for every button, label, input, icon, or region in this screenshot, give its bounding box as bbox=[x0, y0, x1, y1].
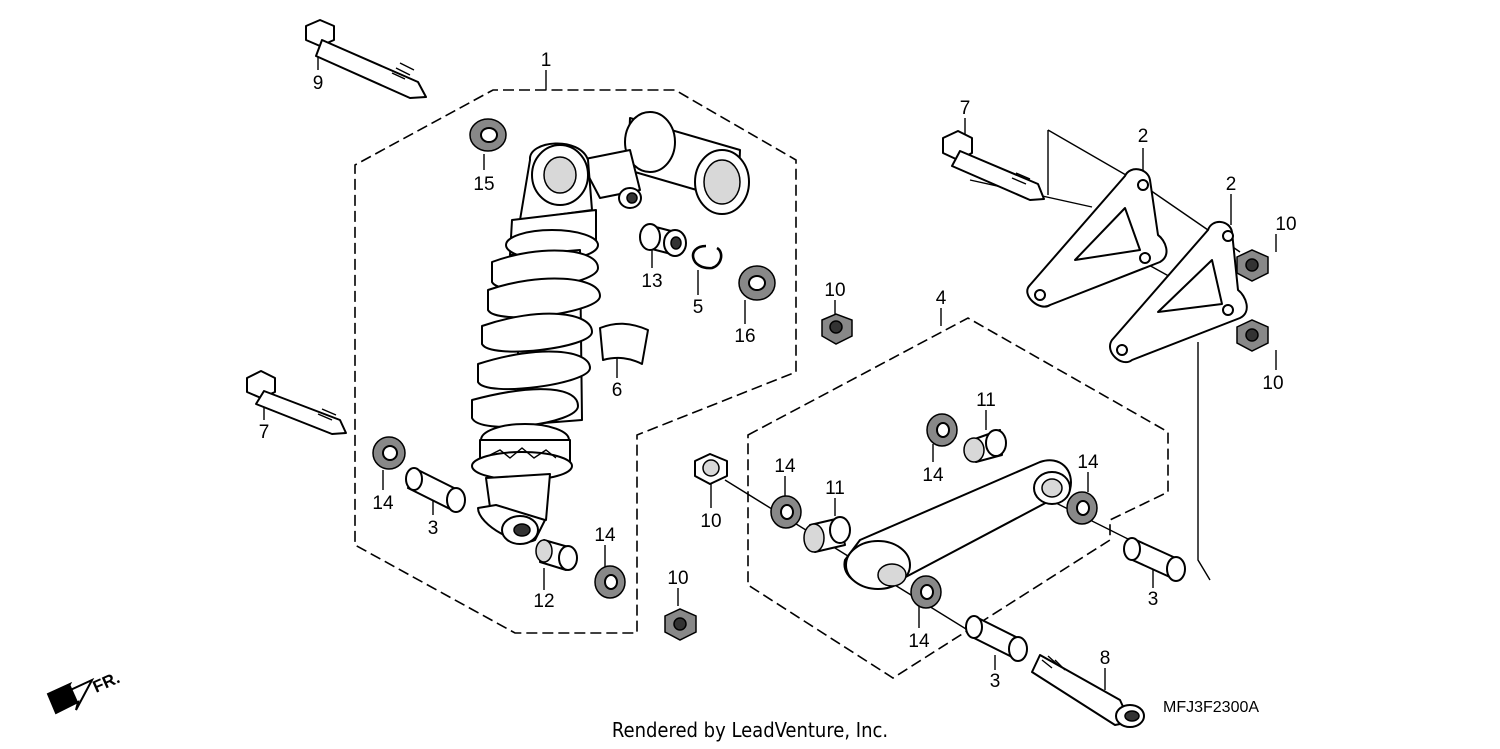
linkage-group-outline bbox=[747, 317, 1169, 679]
callout: 14 bbox=[594, 525, 616, 546]
bearing-11-lower bbox=[803, 516, 851, 553]
collar-3-bottom bbox=[965, 615, 1028, 662]
callout: 10 bbox=[824, 280, 845, 301]
nut-10-bottom bbox=[664, 608, 697, 641]
callout: 1 bbox=[541, 50, 552, 71]
washer-14-mid bbox=[770, 495, 802, 529]
collar-3-left bbox=[405, 467, 466, 513]
callout: 11 bbox=[976, 390, 996, 411]
nut-10-left bbox=[694, 453, 728, 485]
nut-10-top-right bbox=[1236, 249, 1269, 282]
callout: 3 bbox=[1148, 589, 1159, 610]
bolt-9 bbox=[305, 19, 427, 99]
bolt-8 bbox=[1031, 654, 1145, 728]
bearing-11-upper bbox=[963, 429, 1007, 463]
callout: 10 bbox=[667, 568, 688, 589]
callout: 7 bbox=[960, 98, 971, 119]
front-direction-label: FR. bbox=[90, 668, 123, 696]
washer-14-shock-bottom bbox=[594, 565, 626, 599]
link-arm-4 bbox=[843, 459, 1072, 590]
callout: 11 bbox=[825, 478, 845, 499]
callout: 7 bbox=[259, 422, 270, 443]
collar-3-right bbox=[1123, 537, 1186, 582]
diagram-code: MFJ3F2300A bbox=[1163, 699, 1259, 716]
front-direction-arrow-icon bbox=[46, 677, 95, 715]
bolt-7-right bbox=[942, 130, 1045, 201]
circlip-5 bbox=[691, 244, 723, 270]
callout: 9 bbox=[313, 73, 324, 94]
washer-14-upper bbox=[926, 413, 958, 447]
footer-credit: Rendered by LeadVenture, Inc. bbox=[612, 718, 888, 742]
washer-14-link-bottom bbox=[910, 575, 942, 609]
washer-14-left bbox=[372, 436, 406, 470]
callout-labels: 1 2 2 3 3 3 4 5 6 7 7 8 9 10 10 10 10 10… bbox=[259, 50, 1297, 692]
washer-15 bbox=[469, 118, 507, 152]
callout: 6 bbox=[612, 380, 623, 401]
callout: 14 bbox=[774, 456, 796, 477]
callout: 4 bbox=[936, 288, 947, 309]
callout: 10 bbox=[1275, 214, 1296, 235]
label-plate-6 bbox=[599, 322, 649, 365]
callout: 14 bbox=[908, 631, 930, 652]
shock-group-outline bbox=[354, 89, 797, 634]
washer-16 bbox=[738, 265, 776, 301]
bracket-2-left bbox=[1026, 168, 1168, 308]
callout: 14 bbox=[1077, 452, 1099, 473]
callout: 3 bbox=[428, 518, 439, 539]
bearing-12 bbox=[535, 539, 578, 571]
callout: 2 bbox=[1138, 126, 1149, 147]
nut-10-bottom-right bbox=[1236, 319, 1269, 352]
bracket-2-right bbox=[1109, 221, 1248, 363]
washer-14-right bbox=[1066, 491, 1098, 525]
callout: 5 bbox=[693, 297, 704, 318]
bracket-right-box bbox=[1197, 342, 1211, 581]
bolt-7-left bbox=[246, 370, 347, 435]
callout: 14 bbox=[372, 493, 394, 514]
callout: 14 bbox=[922, 465, 944, 486]
callout: 10 bbox=[1262, 373, 1283, 394]
callout: 15 bbox=[473, 174, 494, 195]
shock-absorber bbox=[471, 111, 750, 545]
callout: 10 bbox=[700, 511, 721, 532]
nut-10-center bbox=[821, 313, 853, 345]
callout: 3 bbox=[990, 671, 1001, 692]
callout: 16 bbox=[734, 326, 755, 347]
bushing-13 bbox=[639, 223, 687, 257]
callout: 12 bbox=[533, 591, 554, 612]
callout: 13 bbox=[641, 271, 662, 292]
callout: 8 bbox=[1100, 648, 1111, 669]
leader-lines bbox=[263, 52, 1277, 690]
callout: 2 bbox=[1226, 174, 1237, 195]
